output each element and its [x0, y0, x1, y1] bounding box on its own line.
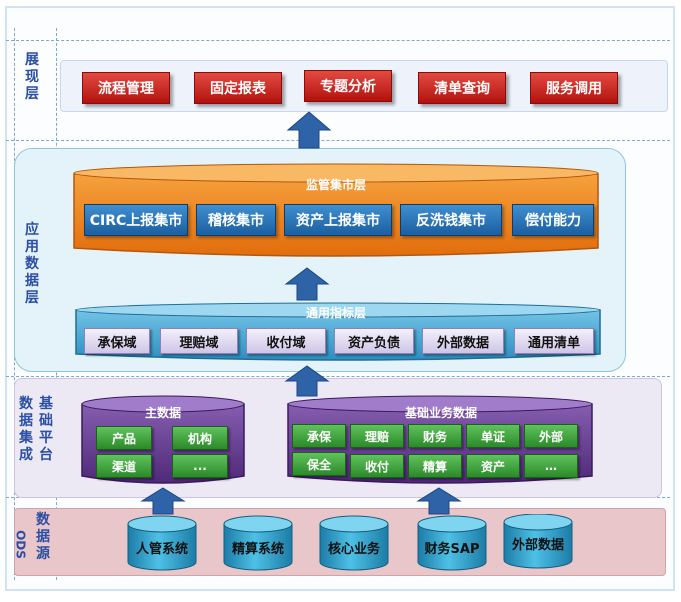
label-char: 台 — [39, 447, 53, 463]
up-arrow-icon — [286, 111, 332, 149]
label-char: 展 — [25, 52, 39, 68]
source-label: 外部数据 — [511, 538, 564, 553]
datasource-layer-label-2: ODS — [12, 525, 29, 565]
database-icon — [127, 515, 197, 571]
business-data-button[interactable]: 精算 — [408, 454, 462, 478]
master-data-button[interactable]: ... — [172, 454, 228, 478]
source-label: 人管系统 — [135, 542, 188, 557]
database-icon — [319, 515, 389, 571]
business-data-button[interactable]: 单证 — [466, 424, 520, 448]
label-char: 源 — [36, 546, 50, 562]
label-char: 数 — [25, 256, 39, 272]
database-icon — [223, 515, 293, 571]
label-char: 据 — [25, 273, 39, 289]
label-char: 集 — [19, 430, 33, 446]
master-data-button[interactable]: 产品 — [96, 426, 152, 450]
up-arrow-icon — [416, 487, 462, 515]
label-char: 数 — [36, 512, 50, 528]
source-label: 财务SAP — [424, 542, 480, 557]
label-text: ODS — [13, 530, 28, 559]
indicator-button[interactable]: 资产负债 — [334, 328, 414, 354]
mart-button[interactable]: CIRC上报集市 — [84, 204, 188, 236]
label-char: 础 — [39, 413, 53, 429]
business-data-button[interactable]: … — [524, 454, 578, 478]
business-data-button[interactable]: 保全 — [292, 452, 346, 476]
mart-button[interactable]: 稽核集市 — [196, 204, 276, 236]
label-char: 数 — [19, 396, 33, 412]
indicator-button[interactable]: 通用清单 — [514, 328, 594, 354]
mart-button[interactable]: 资产上报集市 — [284, 204, 392, 236]
master-data-button[interactable]: 机构 — [172, 426, 228, 450]
indicator-button[interactable]: 承保域 — [84, 328, 150, 354]
label-char: 层 — [25, 86, 39, 102]
database-icon — [503, 514, 573, 569]
up-arrow-icon — [284, 267, 330, 301]
integration-layer-label-1: 数 据 集 成 — [16, 396, 36, 464]
master-data-title: 主数据 — [144, 406, 181, 420]
label-char: 应 — [25, 222, 39, 238]
presentation-button[interactable]: 清单查询 — [418, 72, 506, 104]
source-cylinders — [127, 514, 573, 571]
business-data-button[interactable]: 财务 — [408, 424, 462, 448]
label-char: 层 — [25, 290, 39, 306]
label-char: 现 — [25, 69, 39, 85]
indicator-button[interactable]: 理赔域 — [160, 328, 238, 354]
mart-button[interactable]: 偿付能力 — [512, 204, 594, 236]
label-char: 据 — [36, 529, 50, 545]
presentation-button[interactable]: 固定报表 — [194, 72, 282, 104]
label-char: 成 — [19, 447, 33, 463]
business-data-button[interactable]: 资产 — [466, 454, 520, 478]
row-divider-top — [6, 40, 670, 41]
business-data-title: 基础业务数据 — [404, 406, 477, 420]
business-data-button[interactable]: 理赔 — [350, 424, 404, 448]
up-arrow-icon — [140, 487, 186, 515]
business-data-button[interactable]: 外部 — [524, 424, 578, 448]
label-char: 平 — [39, 430, 53, 446]
business-data-button[interactable]: 承保 — [292, 424, 346, 448]
up-arrow-icon — [284, 365, 330, 397]
business-data-button[interactable]: 收付 — [350, 454, 404, 478]
mart-layer-title: 监管集市层 — [305, 178, 366, 192]
source-label: 精算系统 — [231, 542, 284, 557]
presentation-button[interactable]: 专题分析 — [304, 70, 392, 102]
indicator-layer-title: 通用指标层 — [305, 306, 366, 320]
datasource-layer-label-1: 数 据 源 — [33, 512, 53, 563]
indicator-button[interactable]: 外部数据 — [422, 328, 504, 354]
presentation-button[interactable]: 流程管理 — [82, 72, 170, 104]
row-divider-1 — [6, 140, 670, 141]
application-layer-label: 应 用 数 据 层 — [20, 222, 44, 307]
row-divider-2 — [6, 376, 670, 377]
database-icon — [417, 515, 487, 571]
label-char: 据 — [19, 413, 33, 429]
label-char: 用 — [25, 239, 39, 255]
presentation-button[interactable]: 服务调用 — [530, 72, 618, 104]
label-char: 基 — [39, 396, 53, 412]
presentation-layer-label: 展 现 层 — [20, 52, 44, 103]
mart-button[interactable]: 反洗钱集市 — [400, 204, 502, 236]
source-label: 核心业务 — [327, 542, 380, 557]
integration-layer-label-2: 基 础 平 台 — [36, 396, 56, 464]
master-data-button[interactable]: 渠道 — [96, 454, 152, 478]
indicator-button[interactable]: 收付域 — [246, 328, 326, 354]
